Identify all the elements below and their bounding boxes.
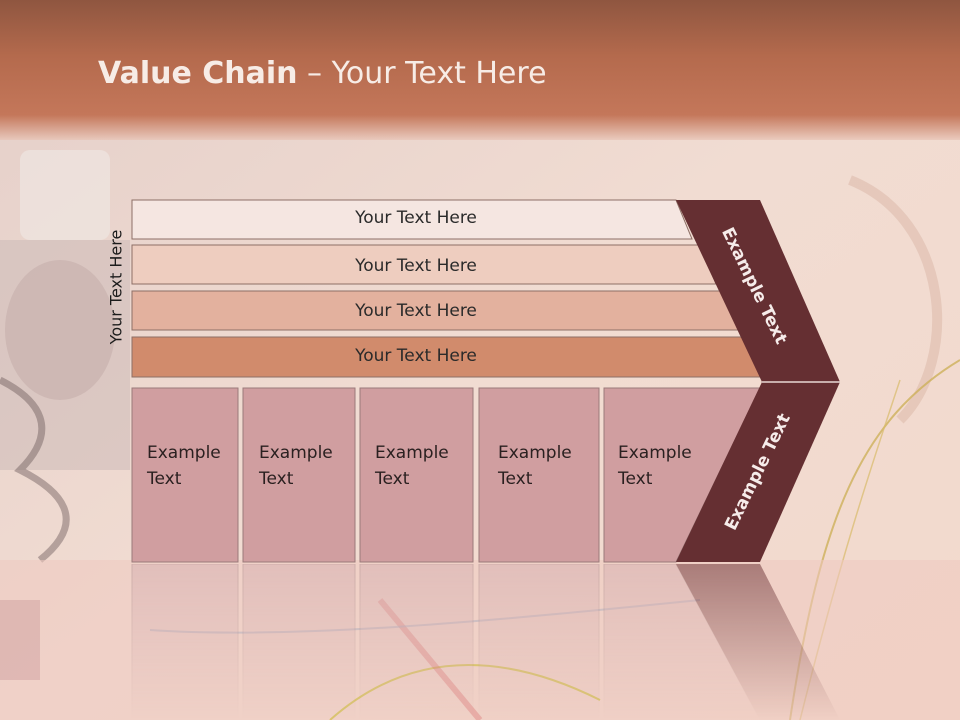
primary-box-2 <box>242 387 356 563</box>
primary-box-2-label: Example Text <box>259 443 333 489</box>
support-bar-4-label: Your Text Here <box>355 346 477 366</box>
support-bar-1 <box>131 199 693 240</box>
header-band <box>0 0 960 140</box>
primary-box-1-label: Example Text <box>147 443 221 489</box>
support-bar-3-label: Your Text Here <box>355 301 477 321</box>
chevron-lower <box>676 382 840 562</box>
primary-box-5-label: Example Text <box>618 443 692 489</box>
primary-box-4 <box>478 387 600 563</box>
title-rest: – Your Text Here <box>297 56 547 91</box>
primary-box-1 <box>131 387 239 563</box>
title-bold: Value Chain <box>98 56 298 91</box>
support-bar-2-label: Your Text Here <box>355 256 477 276</box>
support-bar-1-label: Your Text Here <box>355 208 477 228</box>
chevron-upper <box>676 200 840 382</box>
slide-title: Value Chain – Your Text Here <box>98 56 547 91</box>
primary-box-3-label: Example Text <box>375 443 449 489</box>
primary-box-4-label: Example Text <box>498 443 572 489</box>
primary-box-3 <box>359 387 474 563</box>
